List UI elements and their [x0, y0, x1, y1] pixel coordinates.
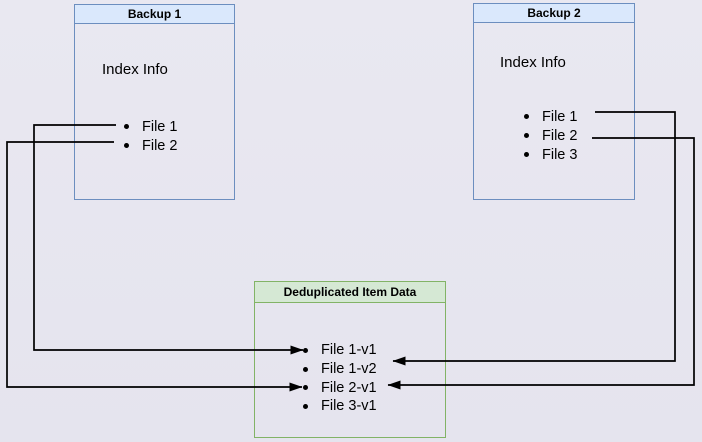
list-item: File 2: [124, 136, 177, 155]
list-item: File 2: [524, 126, 577, 145]
bullet-icon: [524, 114, 529, 119]
bullet-icon: [303, 366, 308, 372]
file-version-label: File 3-v1: [321, 398, 377, 415]
file-version-label: File 1-v2: [321, 361, 377, 378]
backup1-box: Backup 1 Index Info File 1 File 2: [74, 4, 235, 200]
bullet-icon: [124, 143, 129, 148]
file-label: File 3: [542, 146, 578, 163]
file-label: File 2: [142, 137, 178, 154]
backup1-index-info-label: Index Info: [102, 61, 168, 78]
file-version-label: File 2-v1: [321, 379, 377, 396]
list-item: File 3: [524, 145, 577, 164]
file-label: File 2: [542, 127, 578, 144]
dedup-title: Deduplicated Item Data: [255, 282, 445, 303]
backup1-file-list: File 1 File 2: [124, 117, 177, 155]
bullet-icon: [303, 385, 308, 391]
backup1-title: Backup 1: [75, 5, 234, 24]
backup2-index-info-label: Index Info: [500, 54, 566, 71]
dedup-file-list: File 1-v1 File 1-v2 File 2-v1 File 3-v1: [303, 341, 377, 416]
list-item: File 2-v1: [303, 378, 377, 397]
file-version-label: File 1-v1: [321, 342, 377, 359]
backup2-file-list: File 1 File 2 File 3: [524, 107, 577, 164]
list-item: File 1-v1: [303, 341, 377, 360]
file-label: File 1: [542, 108, 578, 125]
file-label: File 1: [142, 118, 178, 135]
backup2-title: Backup 2: [474, 4, 634, 23]
bullet-icon: [303, 403, 308, 409]
list-item: File 3-v1: [303, 397, 377, 416]
bullet-icon: [524, 133, 529, 138]
list-item: File 1: [124, 117, 177, 136]
bullet-icon: [524, 152, 529, 157]
bullet-icon: [124, 124, 129, 129]
bullet-icon: [303, 347, 308, 353]
list-item: File 1: [524, 107, 577, 126]
deduplicated-item-data-box: Deduplicated Item Data File 1-v1 File 1-…: [254, 281, 446, 438]
backup2-box: Backup 2 Index Info File 1 File 2 File 3: [473, 3, 635, 200]
list-item: File 1-v2: [303, 360, 377, 379]
